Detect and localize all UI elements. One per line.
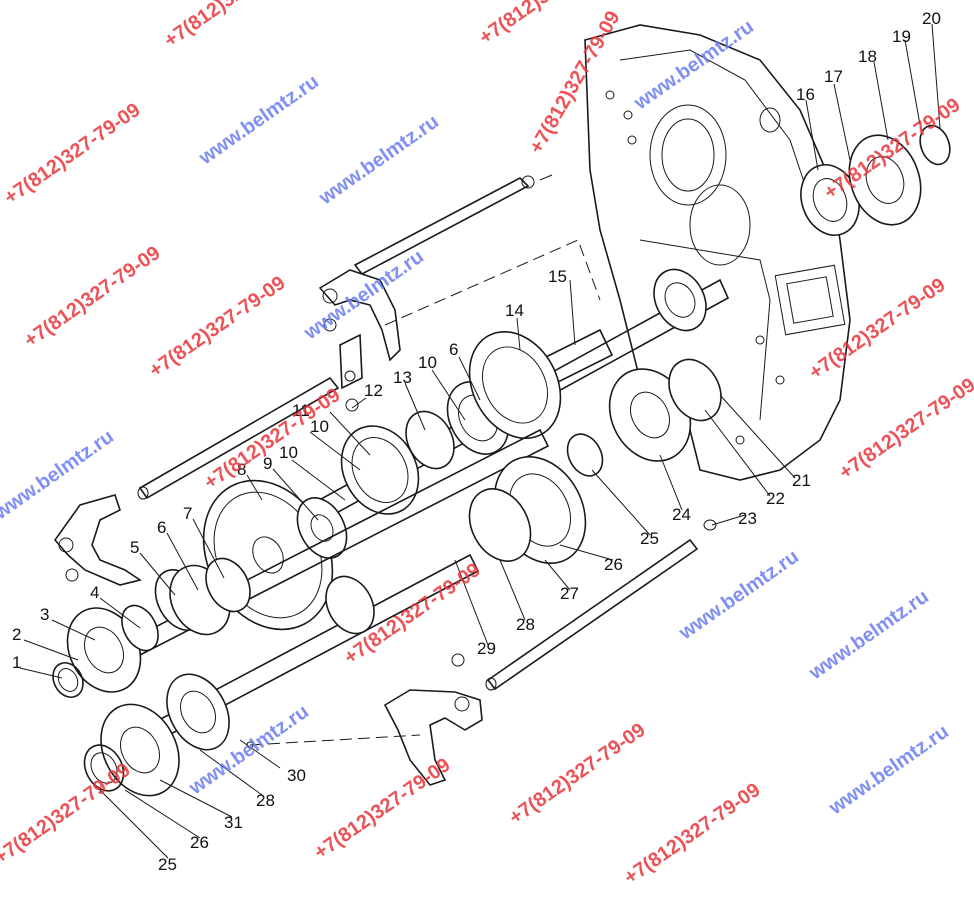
callout-26b: 26 [190,833,209,852]
callout-31: 31 [224,813,243,832]
callout-25b: 25 [158,855,177,874]
watermark-site-1: www.belmtz.ru [194,71,322,170]
watermark-phone-6: +7(812)327-79-09 [145,272,289,382]
gear-29 [325,575,375,635]
callout-4: 4 [90,583,99,602]
watermark-site-9: www.belmtz.ru [824,721,952,820]
callout-10a: 10 [279,443,298,462]
watermark-site-7: www.belmtz.ru [804,586,932,685]
gearbox-housing [584,24,851,481]
gear-22 [668,358,722,422]
watermark-phone-2: +7(812)327-79-09 [160,0,304,52]
callout-21: 21 [792,471,811,490]
callout-1: 1 [12,653,21,672]
callout-16: 16 [796,85,815,104]
callout-26a: 26 [604,555,623,574]
gear-28-upper [468,488,532,562]
ring-1 [52,662,84,698]
gear-31 [100,703,180,797]
watermark-phone-13: +7(812)327-79-09 [505,719,649,829]
alignment-lines [249,239,601,746]
gear-18 [848,134,922,226]
watermark-phone-1: +7(812)327-79-09 [0,99,144,209]
ring-25-lower [83,744,125,792]
callout-22: 22 [766,489,785,508]
callout-5: 5 [130,538,139,557]
watermark-phone-12: +7(812)327-79-09 [310,754,454,864]
callout-11: 11 [292,401,310,420]
callout-14: 14 [505,301,524,320]
callout-25a: 25 [640,529,659,548]
callout-28a: 28 [516,615,535,634]
callout-17: 17 [824,67,843,86]
gear-9 [296,497,348,559]
callout-9: 9 [263,454,272,473]
callout-28b: 28 [256,791,275,810]
callout-18: 18 [858,47,877,66]
small-parts [65,318,717,749]
watermark-site-2: www.belmtz.ru [314,111,442,210]
callout-13: 13 [393,368,412,387]
middle-shift-rod [137,376,340,500]
callout-23: 23 [738,509,757,528]
callout-6a: 6 [157,518,166,537]
watermark-phone-5: +7(812)327-79-09 [20,242,164,352]
lower-shift-fork [383,689,483,786]
ring-20 [919,124,951,166]
watermark-phone-9: +7(812)327-79-09 [835,374,974,484]
callout-12: 12 [364,381,383,400]
gear-28-lower [166,673,230,751]
callout-24: 24 [672,505,691,524]
callout-3: 3 [40,605,49,624]
gear-13 [405,410,455,470]
callout-15: 15 [548,267,567,286]
callout-8: 8 [237,460,246,479]
upper-shift-block [339,333,363,390]
callout-29: 29 [477,639,496,658]
callout-30: 30 [287,766,306,785]
left-shift-fork [53,494,142,586]
callout-10c: 10 [418,353,437,372]
callout-numbers: 1 2 3 4 5 6 7 8 9 10 10 11 12 13 10 6 14… [12,9,941,874]
lower-shift-rod [485,538,699,691]
callout-19: 19 [892,27,911,46]
watermark-phone-11: +7(812)327-79-09 [0,759,134,869]
callout-2: 2 [12,625,21,644]
callout-6b: 6 [449,340,458,359]
gear-14 [468,330,562,440]
watermark-site-6: www.belmtz.ru [674,546,802,645]
watermark-phone-8: +7(812)327-79-09 [200,384,344,494]
gear-15 [653,268,707,332]
upper-shift-rod [353,174,553,276]
callout-layer [19,23,941,859]
callout-7: 7 [183,504,192,523]
ring-25-upper [566,433,604,477]
callout-10b: 10 [310,417,329,436]
callout-27: 27 [560,584,579,603]
watermark-phone-14: +7(812)327-79-09 [620,779,764,889]
callout-20: 20 [922,9,941,28]
upper-shift-fork [318,269,401,362]
